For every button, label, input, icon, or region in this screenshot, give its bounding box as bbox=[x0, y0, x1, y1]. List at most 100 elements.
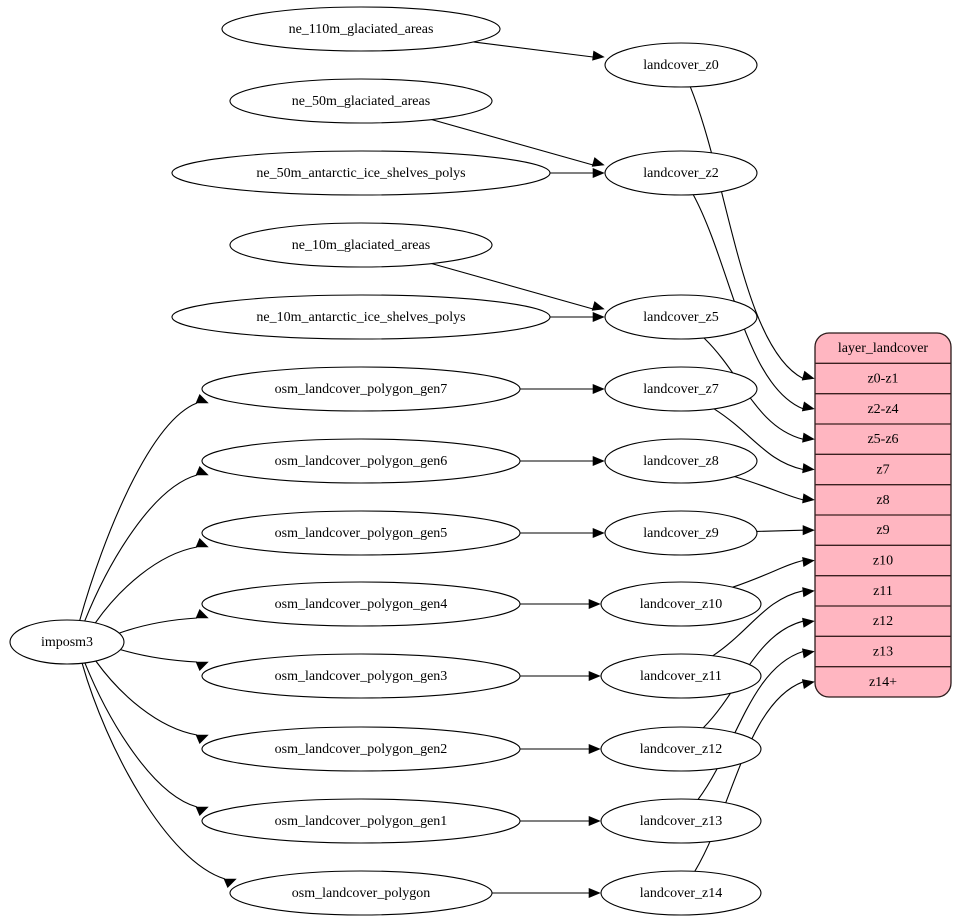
node-label: landcover_z5 bbox=[643, 310, 718, 325]
edge-imposm3-to-osm_landcover_polygon_gen3 bbox=[120, 649, 209, 672]
view-node-landcover_z14[interactable]: landcover_z14 bbox=[600, 870, 762, 916]
table-node-ne_10m_glaciated_areas[interactable]: ne_10m_glaciated_areas bbox=[229, 222, 493, 268]
view-node-landcover_z10[interactable]: landcover_z10 bbox=[600, 581, 762, 627]
edge-line bbox=[473, 41, 594, 58]
record-row-z12[interactable]: z12 bbox=[873, 614, 893, 629]
edge-line bbox=[431, 262, 594, 310]
record-row-z13[interactable]: z13 bbox=[873, 645, 893, 660]
table-node-osm_landcover_polygon_gen6[interactable]: osm_landcover_polygon_gen6 bbox=[201, 438, 521, 484]
edge-line bbox=[694, 681, 804, 872]
record-row-z2-z4[interactable]: z2-z4 bbox=[867, 402, 898, 417]
table-node-ne_50m_antarctic_ice_shelves_polys[interactable]: ne_50m_antarctic_ice_shelves_polys bbox=[171, 150, 551, 196]
record-title: layer_landcover bbox=[838, 341, 929, 356]
edge-arrowhead bbox=[591, 301, 605, 311]
edge-osm_landcover_polygon_gen6-to-landcover_z8 bbox=[520, 455, 605, 467]
table-node-ne_10m_antarctic_ice_shelves_polys[interactable]: ne_10m_antarctic_ice_shelves_polys bbox=[171, 294, 551, 340]
edge-arrowhead bbox=[588, 743, 601, 755]
node-label: osm_landcover_polygon_gen2 bbox=[275, 742, 448, 757]
table-node-osm_landcover_polygon_gen3[interactable]: osm_landcover_polygon_gen3 bbox=[201, 653, 521, 699]
edge-landcover_z8-to-record-z8 bbox=[734, 476, 815, 504]
edge-line bbox=[81, 663, 226, 880]
edge-line bbox=[84, 662, 198, 808]
table-node-osm_landcover_polygon[interactable]: osm_landcover_polygon bbox=[229, 870, 493, 916]
record-row-z8[interactable]: z8 bbox=[876, 493, 889, 508]
edge-arrowhead bbox=[801, 401, 815, 412]
edge-line bbox=[94, 546, 198, 624]
edge-arrowhead bbox=[802, 525, 815, 536]
table-node-osm_landcover_polygon_gen5[interactable]: osm_landcover_polygon_gen5 bbox=[201, 510, 521, 556]
edge-arrowhead bbox=[588, 815, 601, 827]
record-row-z9[interactable]: z9 bbox=[876, 523, 889, 538]
node-label: landcover_z10 bbox=[640, 597, 722, 612]
node-label: osm_landcover_polygon_gen3 bbox=[275, 669, 448, 684]
edge-osm_landcover_polygon_gen5-to-landcover_z9 bbox=[520, 527, 605, 539]
edge-arrowhead bbox=[802, 556, 815, 567]
edge-line bbox=[689, 86, 804, 379]
edge-imposm3-to-osm_landcover_polygon_gen5 bbox=[94, 537, 209, 624]
view-node-landcover_z9[interactable]: landcover_z9 bbox=[604, 510, 758, 556]
edge-line bbox=[119, 617, 198, 634]
table-node-ne_50m_glaciated_areas[interactable]: ne_50m_glaciated_areas bbox=[229, 78, 493, 124]
edge-arrowhead bbox=[801, 370, 815, 381]
view-node-landcover_z11[interactable]: landcover_z11 bbox=[600, 653, 762, 699]
node-label: landcover_z12 bbox=[640, 742, 722, 757]
edge-arrowhead bbox=[801, 679, 815, 690]
edge-arrowhead bbox=[802, 432, 815, 443]
edge-arrowhead bbox=[592, 50, 605, 61]
view-node-landcover_z2[interactable]: landcover_z2 bbox=[604, 150, 758, 196]
node-label: landcover_z0 bbox=[643, 58, 718, 73]
edge-arrowhead bbox=[195, 465, 209, 476]
edge-arrowhead bbox=[592, 311, 605, 323]
edge-arrowhead bbox=[588, 598, 601, 610]
node-label: landcover_z8 bbox=[643, 454, 718, 469]
table-node-osm_landcover_polygon_gen2[interactable]: osm_landcover_polygon_gen2 bbox=[201, 726, 521, 772]
node-label: landcover_z13 bbox=[640, 814, 722, 829]
record-node-layer-landcover[interactable]: layer_landcover z0-z1 z2-z4 z5-z6 z7 z8 z9 z10 z… bbox=[814, 332, 952, 698]
edge-ne_50m_antarctic_ice_shelves_polys-to-landcover_z2 bbox=[550, 167, 605, 179]
edge-arrowhead bbox=[195, 806, 209, 817]
edge-arrowhead bbox=[588, 887, 601, 899]
view-node-landcover_z0[interactable]: landcover_z0 bbox=[604, 42, 758, 88]
edge-arrowhead bbox=[592, 527, 605, 539]
record-row-z10[interactable]: z10 bbox=[873, 554, 893, 569]
edge-landcover_z11-to-record-z11 bbox=[712, 587, 815, 657]
node-label: landcover_z14 bbox=[640, 886, 722, 901]
record-node-layer[interactable]: layer_landcover z0-z1 z2-z4 z5-z6 z7 z8 z9 z10 z… bbox=[814, 332, 952, 698]
edge-line bbox=[734, 476, 804, 501]
edge-ne_50m_glaciated_areas-to-landcover_z2 bbox=[431, 118, 605, 167]
edge-arrowhead bbox=[802, 648, 815, 659]
edge-osm_landcover_polygon_gen1-to-landcover_z13 bbox=[520, 815, 601, 827]
node-label: ne_50m_glaciated_areas bbox=[292, 94, 430, 109]
table-node-osm_landcover_polygon_gen7[interactable]: osm_landcover_polygon_gen7 bbox=[201, 366, 521, 412]
node-label: landcover_z2 bbox=[643, 166, 718, 181]
table-node-ne_110m_glaciated_areas[interactable]: ne_110m_glaciated_areas bbox=[221, 6, 501, 52]
edge-osm_landcover_polygon_gen7-to-landcover_z7 bbox=[520, 383, 605, 395]
edge-arrowhead bbox=[802, 493, 815, 504]
view-node-landcover_z12[interactable]: landcover_z12 bbox=[600, 726, 762, 772]
edge-landcover_z0-to-record-z0-z1 bbox=[689, 86, 815, 381]
node-label: ne_10m_antarctic_ice_shelves_polys bbox=[256, 310, 465, 325]
view-node-landcover_z5[interactable]: landcover_z5 bbox=[604, 294, 758, 340]
table-node-osm_landcover_polygon_gen1[interactable]: osm_landcover_polygon_gen1 bbox=[201, 798, 521, 844]
edge-arrowhead bbox=[592, 167, 605, 179]
edge-line bbox=[120, 649, 198, 663]
source-node-imposm3[interactable]: imposm3 bbox=[9, 619, 125, 665]
record-row-z14+[interactable]: z14+ bbox=[869, 675, 897, 690]
record-row-z11[interactable]: z11 bbox=[873, 584, 893, 599]
edge-arrowhead bbox=[802, 617, 815, 628]
record-row-z0-z1[interactable]: z0-z1 bbox=[867, 372, 898, 387]
view-node-landcover_z13[interactable]: landcover_z13 bbox=[600, 798, 762, 844]
edge-arrowhead bbox=[588, 670, 601, 682]
view-node-landcover_z8[interactable]: landcover_z8 bbox=[604, 438, 758, 484]
table-node-osm_landcover_polygon_gen4[interactable]: osm_landcover_polygon_gen4 bbox=[201, 581, 521, 627]
view-node-landcover_z7[interactable]: landcover_z7 bbox=[604, 366, 758, 412]
node-label: ne_50m_antarctic_ice_shelves_polys bbox=[256, 166, 465, 181]
edge-line bbox=[697, 650, 804, 800]
record-row-z5-z6[interactable]: z5-z6 bbox=[867, 432, 898, 447]
edge-imposm3-to-osm_landcover_polygon_gen4 bbox=[119, 608, 209, 634]
edge-imposm3-to-osm_landcover_polygon_gen7 bbox=[79, 393, 209, 621]
record-row-z7[interactable]: z7 bbox=[876, 463, 889, 478]
edge-arrowhead bbox=[223, 878, 237, 889]
edge-line bbox=[713, 408, 804, 471]
